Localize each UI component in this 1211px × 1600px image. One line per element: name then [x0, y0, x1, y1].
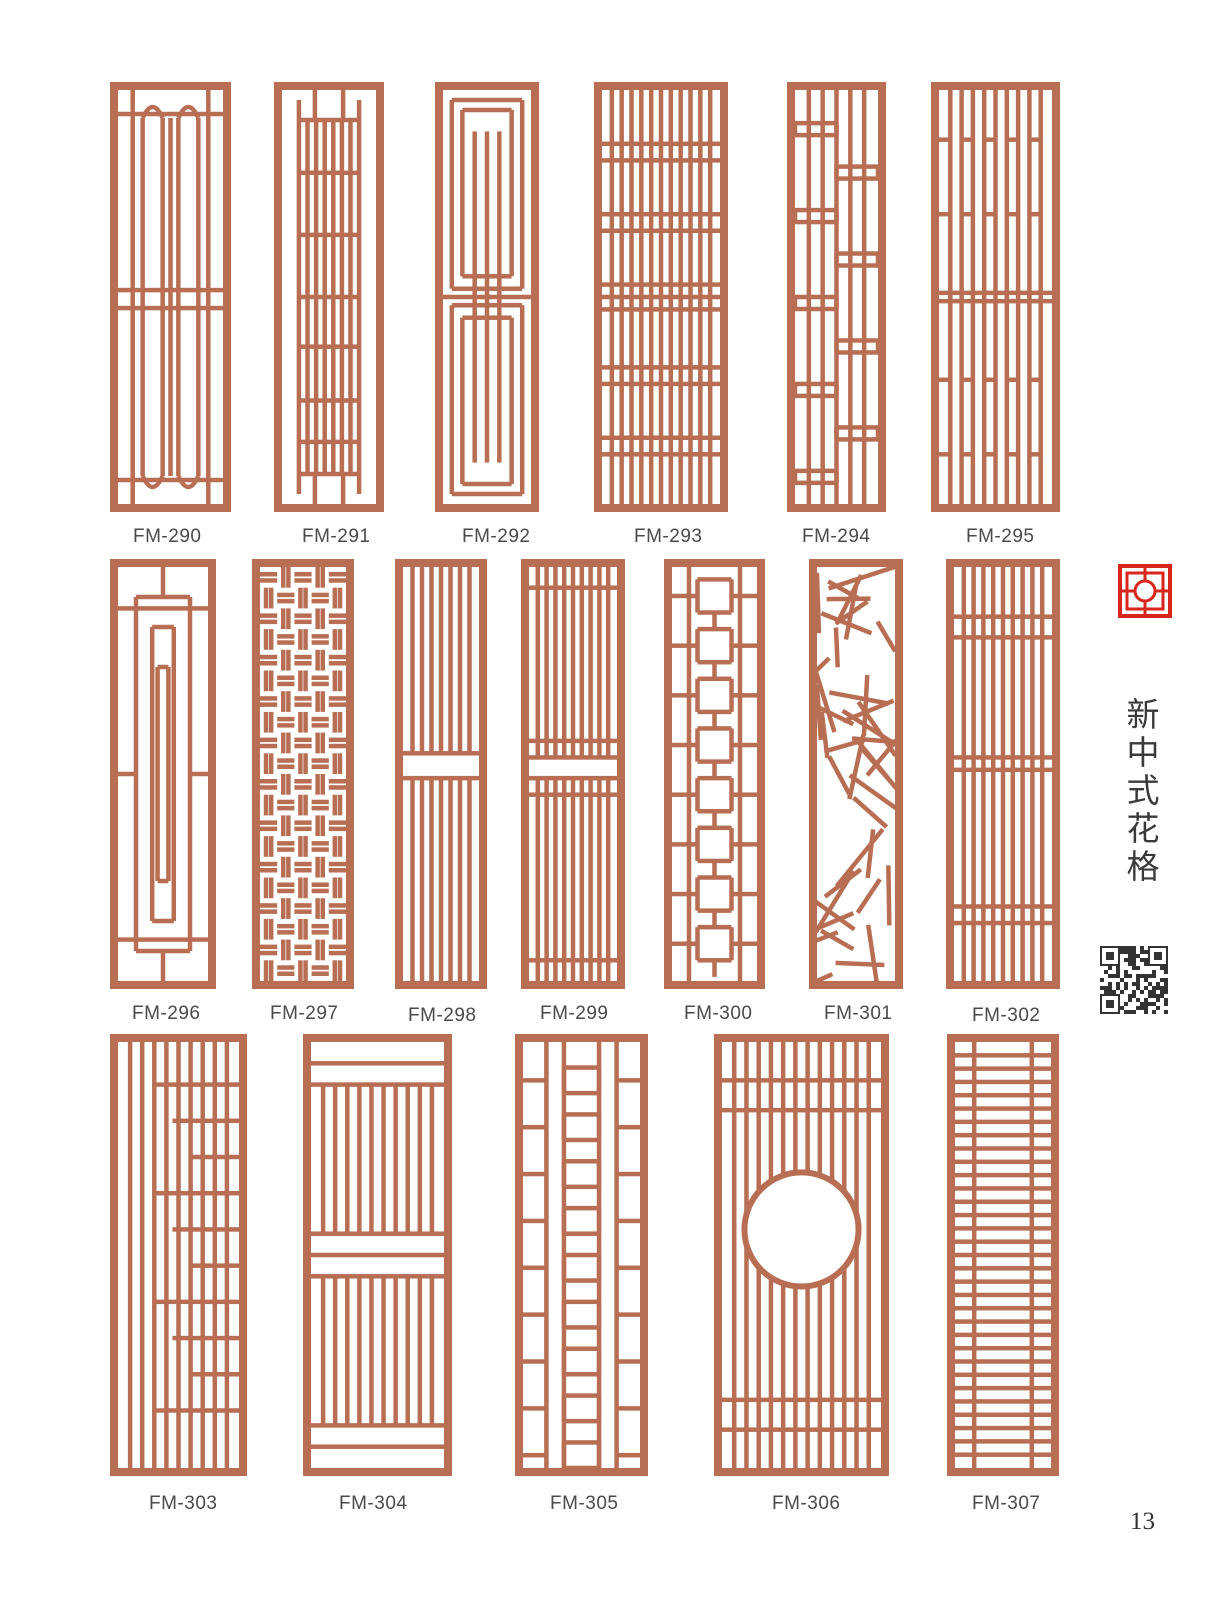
caption-fm-304: FM-304	[339, 1493, 408, 1514]
caption-fm-294: FM-294	[802, 526, 871, 547]
lattice-panel-fm-302	[946, 559, 1060, 989]
caption-fm-297: FM-297	[270, 1003, 339, 1024]
caption-fm-298: FM-298	[408, 1005, 477, 1026]
caption-fm-305: FM-305	[550, 1493, 619, 1514]
caption-fm-301: FM-301	[824, 1003, 893, 1024]
lattice-panel-fm-303	[110, 1034, 247, 1476]
caption-fm-299: FM-299	[540, 1003, 609, 1024]
lattice-panel-fm-304	[303, 1034, 452, 1476]
lattice-panel-fm-301	[809, 559, 903, 989]
lattice-panel-fm-307	[947, 1034, 1059, 1476]
lattice-panel-fm-291	[274, 82, 384, 512]
lattice-panel-fm-297	[252, 559, 354, 989]
side-title-char: 新	[1126, 695, 1160, 734]
lattice-panel-fm-300	[664, 559, 765, 989]
caption-fm-293: FM-293	[634, 526, 703, 547]
side-title-char: 格	[1126, 847, 1160, 886]
caption-fm-306: FM-306	[772, 1493, 841, 1514]
side-title: 新 中 式 花 格	[1118, 696, 1168, 886]
caption-fm-303: FM-303	[149, 1493, 218, 1514]
caption-fm-296: FM-296	[132, 1003, 201, 1024]
caption-fm-291: FM-291	[302, 526, 371, 547]
qr-code-icon	[1100, 946, 1168, 1014]
lattice-panel-fm-292	[435, 82, 539, 512]
lattice-panel-fm-298	[395, 559, 487, 989]
caption-fm-300: FM-300	[684, 1003, 753, 1024]
lattice-panel-fm-295	[931, 82, 1060, 512]
lattice-panel-fm-293	[594, 82, 728, 512]
lattice-panel-fm-290	[110, 82, 231, 512]
caption-fm-290: FM-290	[133, 526, 202, 547]
lattice-panel-fm-294	[787, 82, 886, 512]
lattice-panel-fm-296	[110, 559, 216, 989]
side-title-char: 式	[1126, 771, 1160, 810]
caption-fm-292: FM-292	[462, 526, 531, 547]
lattice-panel-fm-305	[515, 1034, 648, 1476]
caption-fm-307: FM-307	[972, 1493, 1041, 1514]
page-number: 13	[1130, 1508, 1155, 1535]
lattice-panel-fm-299	[521, 559, 625, 989]
lattice-panel-fm-306	[714, 1034, 889, 1476]
caption-fm-302: FM-302	[972, 1005, 1041, 1026]
side-title-char: 花	[1126, 809, 1160, 848]
side-title-char: 中	[1126, 733, 1160, 772]
caption-fm-295: FM-295	[966, 526, 1035, 547]
lattice-logo-icon	[1118, 564, 1172, 618]
